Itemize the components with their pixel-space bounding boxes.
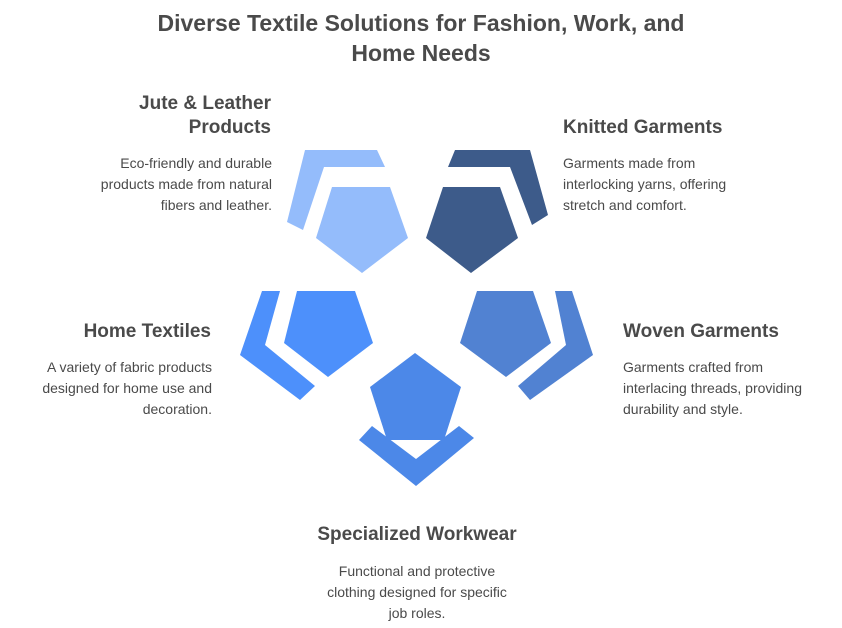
jute-outer-frame <box>287 150 385 230</box>
home-heading: Home Textiles <box>83 321 211 342</box>
home-outer-frame <box>240 291 315 400</box>
woven-description: Garments crafted from interlacing thread… <box>623 359 802 417</box>
knitted-outer-frame <box>448 150 548 225</box>
woven-pentagon <box>460 291 551 377</box>
workwear-description: Functional and protective clothing desig… <box>327 563 507 621</box>
knitted-description: Garments made from interlocking yarns, o… <box>563 155 727 213</box>
jute-heading: Jute & Leather Products <box>139 93 271 138</box>
woven-heading: Woven Garments <box>623 321 779 342</box>
workwear-heading: Specialized Workwear <box>317 524 517 545</box>
workwear-outer-frame <box>359 426 474 486</box>
page-title: Diverse Textile Solutions for Fashion, W… <box>157 10 685 66</box>
knitted-pentagon <box>426 187 518 273</box>
jute-pentagon <box>316 187 408 273</box>
home-description: A variety of fabric products designed fo… <box>42 359 212 417</box>
workwear-pentagon <box>370 353 461 440</box>
jute-description: Eco-friendly and durable products made f… <box>100 155 272 213</box>
woven-outer-frame <box>518 291 593 400</box>
home-pentagon <box>284 291 373 377</box>
knitted-heading: Knitted Garments <box>563 117 723 138</box>
